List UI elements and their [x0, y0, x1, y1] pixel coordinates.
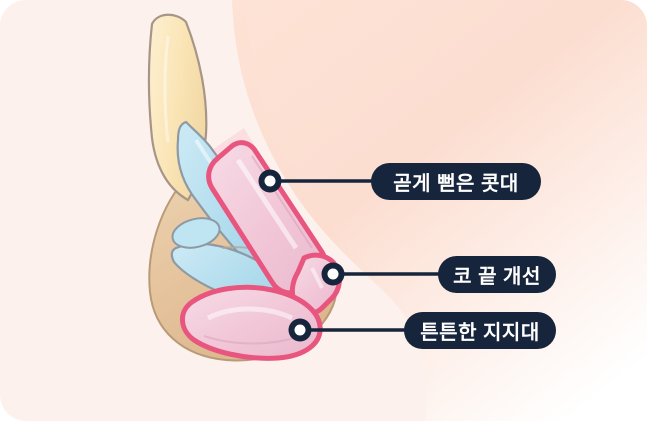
sesamoid-cartilage [171, 217, 221, 249]
callout-label-support[interactable]: 튼튼한 지지대 [404, 312, 556, 349]
callout-label-dorsum[interactable]: 곧게 뻗은 콧대 [371, 163, 541, 200]
callout-label-tip[interactable]: 코 끝 개선 [438, 256, 556, 293]
callout-label-text: 튼튼한 지지대 [420, 322, 540, 344]
columellar-support-graft [180, 284, 323, 361]
callout-label-text: 코 끝 개선 [453, 266, 541, 288]
callout-label-text: 곧게 뻗은 콧대 [393, 173, 519, 195]
callout-connectors [276, 179, 445, 332]
callout-markers[interactable] [258, 169, 345, 342]
